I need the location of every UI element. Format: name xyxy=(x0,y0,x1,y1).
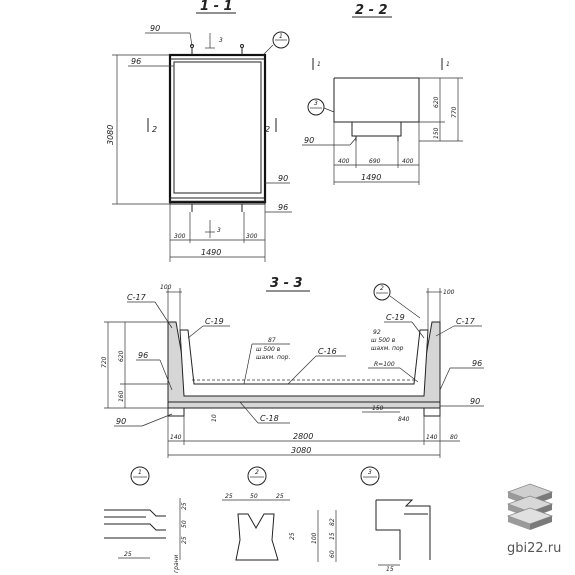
detail-3-dim-b: 60 xyxy=(329,550,336,558)
label-96-left: 96 xyxy=(138,351,148,360)
section-mark-1-left: 1 xyxy=(317,61,321,68)
dim-720-section: 720 xyxy=(101,356,108,368)
detail-3-dim-c: 15 xyxy=(329,532,336,540)
stacked-slabs-icon xyxy=(506,483,554,530)
section-title-3-3: 3 - 3 xyxy=(270,276,303,291)
callout-1-number: 1 xyxy=(279,33,283,40)
detail-2-number: 2 xyxy=(255,469,259,476)
label-150: 150 xyxy=(372,405,384,412)
detail-3-dim-a: 100 xyxy=(311,532,318,544)
dim-1490-side: 1490 xyxy=(361,173,381,182)
callout-3-number: 3 xyxy=(314,100,318,107)
dim-300-right: 300 xyxy=(246,233,258,240)
detail-3-dim-e: 15 xyxy=(386,566,394,573)
callout-3-circle xyxy=(307,98,325,116)
label-96-top: 96 xyxy=(131,57,141,66)
dim-100-top-left: 100 xyxy=(160,284,172,291)
detail-1-dim-b: 50 xyxy=(181,520,188,528)
detail-1-dim-d: 25 xyxy=(124,551,132,558)
detail-3-number: 3 xyxy=(368,469,372,476)
label-90-top: 90 xyxy=(150,24,160,33)
section-title-1-1: 1 - 1 xyxy=(200,0,233,14)
view-2-2: 1 1 3 90 620 150 770 400 690 400 1490 xyxy=(302,58,463,185)
detail-1-number: 1 xyxy=(138,469,142,476)
section-mark-3-bottom: 3 xyxy=(217,227,221,234)
dim-140-right: 140 xyxy=(426,434,438,441)
detail-2-dim-c: 25 xyxy=(276,493,284,500)
detail-2-circle xyxy=(247,466,267,486)
label-92-order: шахм. пор xyxy=(371,345,404,352)
label-87-pitch: ш 500 в xyxy=(256,346,281,353)
dim-620-section: 620 xyxy=(118,350,125,362)
label-c19-left: С-19 xyxy=(205,317,224,326)
label-c18: С-18 xyxy=(260,414,279,423)
label-90-left: 90 xyxy=(116,417,126,426)
detail-3-dim-d: 82 xyxy=(329,518,336,526)
dim-160-section: 160 xyxy=(118,390,125,402)
detail-1-dim-a: 25 xyxy=(181,502,188,510)
label-90-side: 90 xyxy=(304,136,314,145)
section-mark-1-right: 1 xyxy=(446,61,450,68)
dim-400-right: 400 xyxy=(402,158,414,165)
dim-2800: 2800 xyxy=(293,432,313,441)
dim-3080-section: 3080 xyxy=(291,446,311,455)
dim-80: 80 xyxy=(450,434,458,441)
label-87-order: шахм. пор. xyxy=(256,354,290,361)
section-title-2-2: 2 - 2 xyxy=(355,3,388,18)
detail-2-dim-d: 25 xyxy=(289,532,296,540)
label-96-right: 96 xyxy=(472,359,482,368)
detail-2-dim-a: 25 xyxy=(225,493,233,500)
view-1-1: 90 96 3 1 2 2 90 96 3 3080 xyxy=(106,24,292,262)
label-r100: R=100 xyxy=(374,361,395,368)
detail-2-dim-b: 50 xyxy=(250,493,258,500)
dim-300-left: 300 xyxy=(174,233,186,240)
label-c17-left: С-17 xyxy=(127,293,147,302)
watermark-text: gbi22.ru xyxy=(507,541,561,556)
section-mark-3-top: 3 xyxy=(219,37,223,44)
dim-150-side: 150 xyxy=(433,127,440,139)
detail-1-dim-c: 25 xyxy=(181,536,188,544)
label-10: 10 xyxy=(211,414,218,422)
label-87: 87 xyxy=(268,337,276,344)
label-c16: С-16 xyxy=(318,347,337,356)
label-92-pitch: ш 500 в xyxy=(371,337,396,344)
section-mark-2-left: 2 xyxy=(152,125,157,134)
detail-1-side-label: грани xyxy=(173,554,180,573)
dim-400-left: 400 xyxy=(338,158,350,165)
callout-2-number: 2 xyxy=(380,285,384,292)
detail-1: 1 25 50 25 25 грани xyxy=(104,466,188,573)
label-90-bottom: 90 xyxy=(278,174,288,183)
dim-840: 840 xyxy=(398,416,410,423)
dim-620-side: 620 xyxy=(433,96,440,108)
detail-2: 2 25 50 25 25 xyxy=(222,466,296,561)
callout-2-circle xyxy=(373,283,391,301)
label-c17-right: С-17 xyxy=(456,317,476,326)
section-mark-2-right: 2 xyxy=(265,125,270,134)
label-92: 92 xyxy=(373,329,381,336)
label-c19-right: С-19 xyxy=(386,313,405,322)
gbi22-logo: gbi22.ru xyxy=(506,483,561,556)
block-side-outline xyxy=(333,77,420,123)
label-96-bottom: 96 xyxy=(278,203,288,212)
dim-140-left: 140 xyxy=(170,434,182,441)
detail-3-circle xyxy=(360,466,380,486)
dim-100-top-right: 100 xyxy=(443,289,455,296)
callout-1-circle xyxy=(272,31,290,49)
detail-1-circle xyxy=(130,466,150,486)
block-outline xyxy=(168,53,267,204)
detail-3: 3 100 60 15 82 15 xyxy=(311,466,431,573)
dim-690: 690 xyxy=(369,158,381,165)
view-3-3: С-17 С-19 87 ш 500 в шахм. пор. С-16 С-1… xyxy=(101,283,484,458)
dim-770-side: 770 xyxy=(451,106,458,118)
dim-3080-vertical: 3080 xyxy=(106,125,115,145)
label-90-right: 90 xyxy=(470,397,480,406)
dim-1490-plan: 1490 xyxy=(201,248,221,257)
